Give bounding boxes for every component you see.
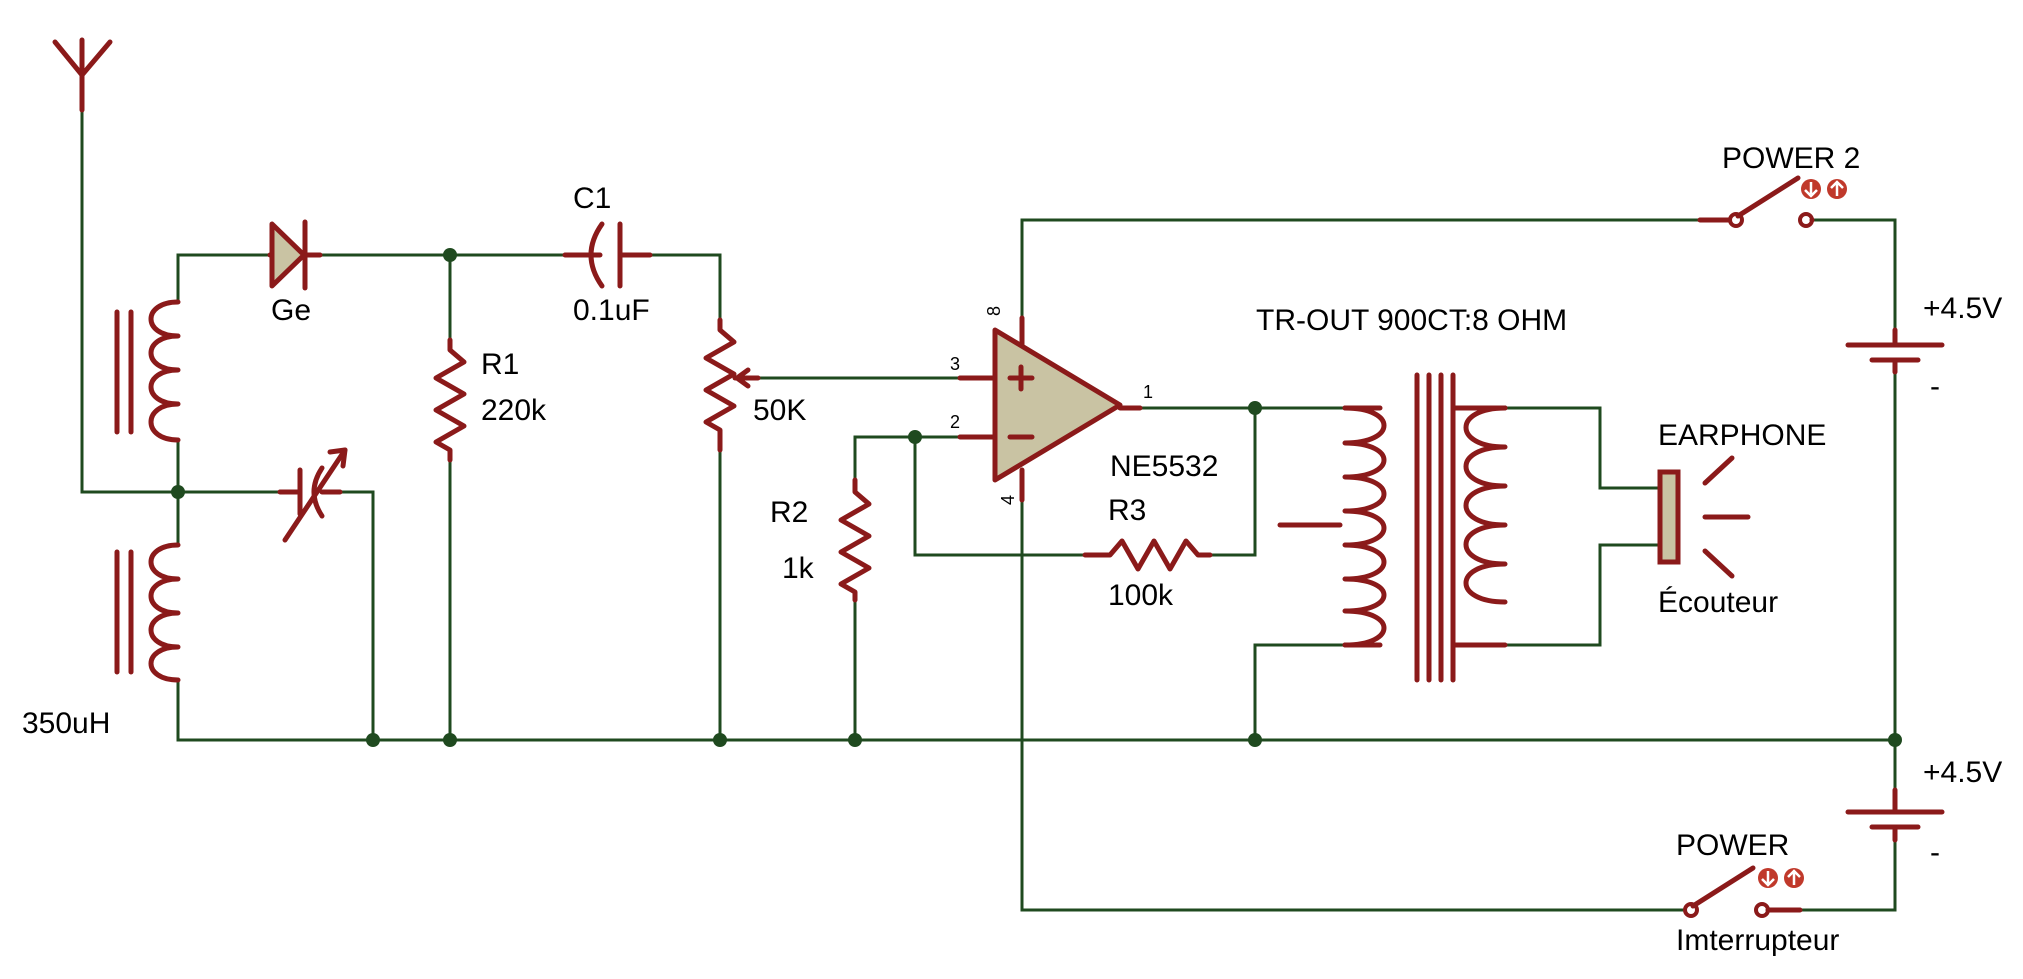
pin-2-label: 2 [950, 412, 960, 432]
inductor-bottom [114, 542, 181, 683]
variable-capacitor-icon [277, 447, 348, 543]
power2-label: POWER 2 [1722, 142, 1860, 175]
power-label: POWER [1676, 829, 1789, 862]
potentiometer-icon [703, 317, 761, 453]
op-amp-icon [957, 315, 1143, 503]
r2-value-label: 1k [782, 552, 815, 585]
diode-label: Ge [271, 294, 311, 327]
c1-name-label: C1 [573, 182, 611, 215]
component-labels: Ge C1 0.1uF R1 220k 50K R2 1k R3 100k NE… [22, 142, 2002, 957]
resistor-r2-icon [838, 477, 872, 603]
battery-bottom-minus-label: - [1930, 836, 1940, 869]
battery-top-minus-label: - [1930, 370, 1940, 403]
pin-1-label: 1 [1143, 382, 1153, 402]
transformer-label: TR-OUT 900CT:8 OHM [1256, 304, 1567, 337]
r2-name-label: R2 [770, 496, 808, 529]
diode-icon [267, 219, 323, 291]
earphone-icon [1657, 455, 1751, 579]
junction-dots [171, 248, 1902, 747]
inductor-label: 350uH [22, 707, 110, 740]
earphone-fr-label: Écouteur [1658, 586, 1778, 619]
r1-value-label: 220k [481, 394, 547, 427]
opamp-pin-numbers: 8 3 2 1 4 [950, 306, 1153, 505]
opamp-label: NE5532 [1110, 450, 1218, 483]
switch-power-icon [1683, 865, 1804, 918]
switch-power2-icon [1697, 175, 1847, 228]
battery-top-icon [1845, 327, 1945, 375]
inductor-top [114, 299, 181, 443]
battery-bottom-icon [1845, 787, 1945, 843]
r3-value-label: 100k [1108, 579, 1174, 612]
battery-bottom-voltage-label: +4.5V [1923, 756, 2002, 789]
wires [80, 108, 1897, 912]
pin-4-label: 4 [998, 495, 1018, 505]
earphone-label: EARPHONE [1658, 419, 1826, 452]
c1-value-label: 0.1uF [573, 294, 650, 327]
pot-value-label: 50K [753, 394, 806, 427]
antenna-icon [52, 37, 113, 113]
r1-name-label: R1 [481, 348, 519, 381]
resistor-r1-icon [433, 337, 467, 463]
pin-8-label: 8 [984, 306, 1004, 316]
r3-name-label: R3 [1108, 494, 1146, 527]
switch-fr-label: Imterrupteur [1676, 924, 1839, 957]
pin-3-label: 3 [950, 354, 960, 374]
transformer-icon [1277, 372, 1508, 683]
resistor-r3-icon [1082, 538, 1213, 572]
capacitor-c1-icon [562, 221, 653, 289]
battery-top-voltage-label: +4.5V [1923, 292, 2002, 325]
